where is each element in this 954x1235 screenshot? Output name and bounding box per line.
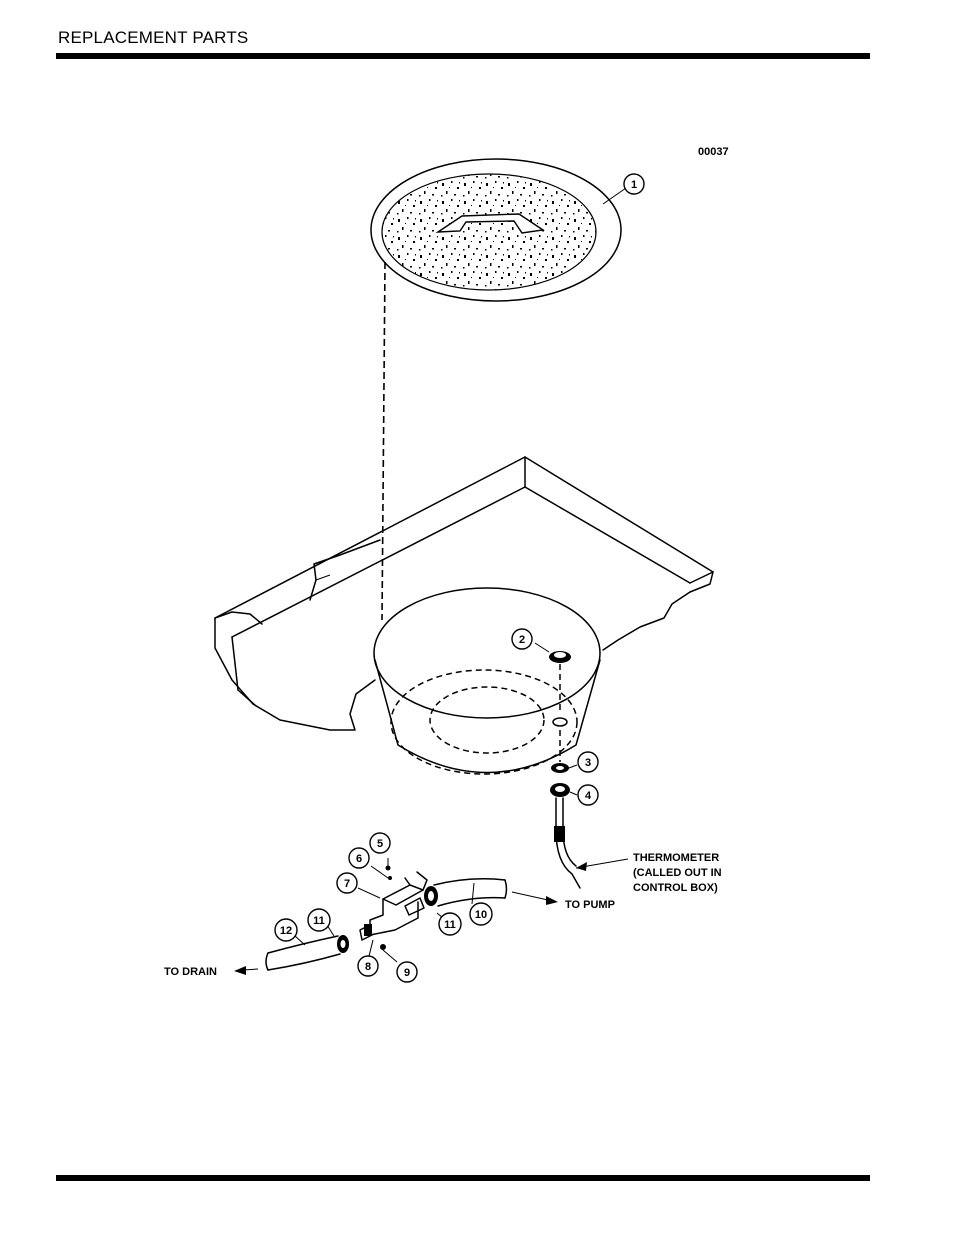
callout-7: 7 <box>336 872 358 894</box>
alignment-line <box>381 261 386 621</box>
svg-text:1: 1 <box>631 179 637 191</box>
callout-8: 8 <box>357 955 379 977</box>
basket-handle <box>435 213 545 234</box>
label-thermometer-line2: (CALLED OUT IN <box>633 867 722 879</box>
callout-1: 1 <box>623 173 645 195</box>
callout-3: 3 <box>577 751 599 773</box>
label-to-drain: TO DRAIN <box>164 966 217 978</box>
figure-id: 00037 <box>698 146 729 158</box>
svg-text:11: 11 <box>444 919 456 931</box>
callout-10: 10 <box>469 902 493 926</box>
svg-text:12: 12 <box>280 925 292 937</box>
sink-bowl <box>373 587 601 719</box>
thermometer-assembly <box>550 730 629 889</box>
svg-text:6: 6 <box>356 853 362 865</box>
callout-9: 9 <box>396 961 418 983</box>
callout-6: 6 <box>348 847 370 869</box>
callout-5: 5 <box>369 832 391 854</box>
label-thermometer-line3: CONTROL BOX) <box>633 882 718 894</box>
svg-text:10: 10 <box>475 909 487 921</box>
svg-text:5: 5 <box>377 838 383 850</box>
svg-text:4: 4 <box>585 790 592 802</box>
callout-12: 12 <box>274 918 298 942</box>
svg-text:2: 2 <box>519 634 525 646</box>
callout-2: 2 <box>511 628 533 650</box>
svg-text:9: 9 <box>404 967 410 979</box>
strainer-basket <box>370 158 627 302</box>
svg-text:7: 7 <box>344 878 350 890</box>
page-header: REPLACEMENT PARTS <box>58 28 249 47</box>
label-to-pump: TO PUMP <box>565 899 615 911</box>
callout-11-left: 11 <box>307 908 331 932</box>
svg-text:8: 8 <box>365 961 371 973</box>
callout-bubbles: 1 2 3 4 5 6 7 8 9 10 11 11 12 <box>274 173 645 983</box>
drain-valve-assembly <box>234 858 558 975</box>
callout-4: 4 <box>577 784 599 806</box>
label-thermometer-line1: THERMOMETER <box>633 852 719 864</box>
svg-text:3: 3 <box>585 757 591 769</box>
footer-rule <box>56 1175 870 1181</box>
header-rule <box>56 53 870 59</box>
callout-11-right: 11 <box>438 912 462 936</box>
svg-text:11: 11 <box>313 915 325 927</box>
sink-tank <box>214 456 714 775</box>
